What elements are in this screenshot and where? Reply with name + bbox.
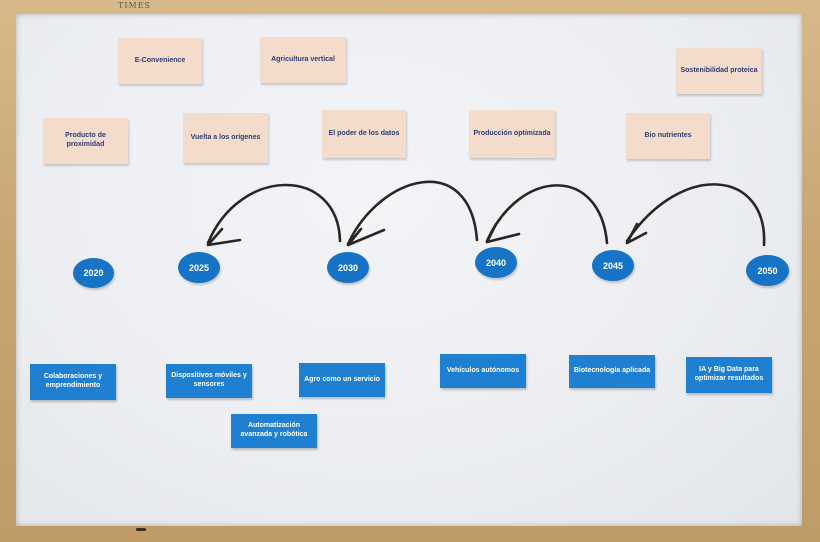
year-circle-2040: 2040 [475,247,517,278]
pink-note-sostenibilidad-proteica: Sostenibilidad proteica [676,48,762,94]
pink-note-vuelta-origenes: Vuelta a los orígenes [183,113,268,163]
frame-nail [136,528,146,531]
blue-note-biotecnologia: Biotecnología aplicada [569,355,655,388]
year-circle-2020: 2020 [73,258,114,288]
year-circle-2045: 2045 [592,250,634,281]
pink-note-producto-proximidad: Producto de proximidad [43,118,128,164]
frame-brand-logo: TIMES [118,1,152,10]
blue-note-ia-big-data: IA y Big Data para optimizar resultados [686,357,772,393]
blue-note-agro-servicio: Agro como un servicio [299,363,385,397]
pink-note-poder-datos: El poder de los datos [322,110,406,158]
year-circle-2050: 2050 [746,255,789,286]
blue-note-colaboraciones: Colaboraciones y emprendimiento [30,364,116,400]
pink-note-e-convenience: E-Convenience [118,38,202,84]
whiteboard [16,14,802,526]
pink-note-bio-nutrientes: Bio nutrientes [626,113,710,159]
pink-note-produccion-optimizada: Producción optimizada [469,110,555,158]
blue-note-dispositivos-moviles: Dispositivos móviles y sensores [166,364,252,398]
pink-note-agricultura-vertical: Agricultura vertical [260,37,346,83]
year-circle-2030: 2030 [327,252,369,283]
blue-note-vehiculos-autonomos: Vehículos autónomos [440,354,526,388]
year-circle-2025: 2025 [178,252,220,283]
blue-note-automatizacion: Automatización avanzada y robótica [231,414,317,448]
